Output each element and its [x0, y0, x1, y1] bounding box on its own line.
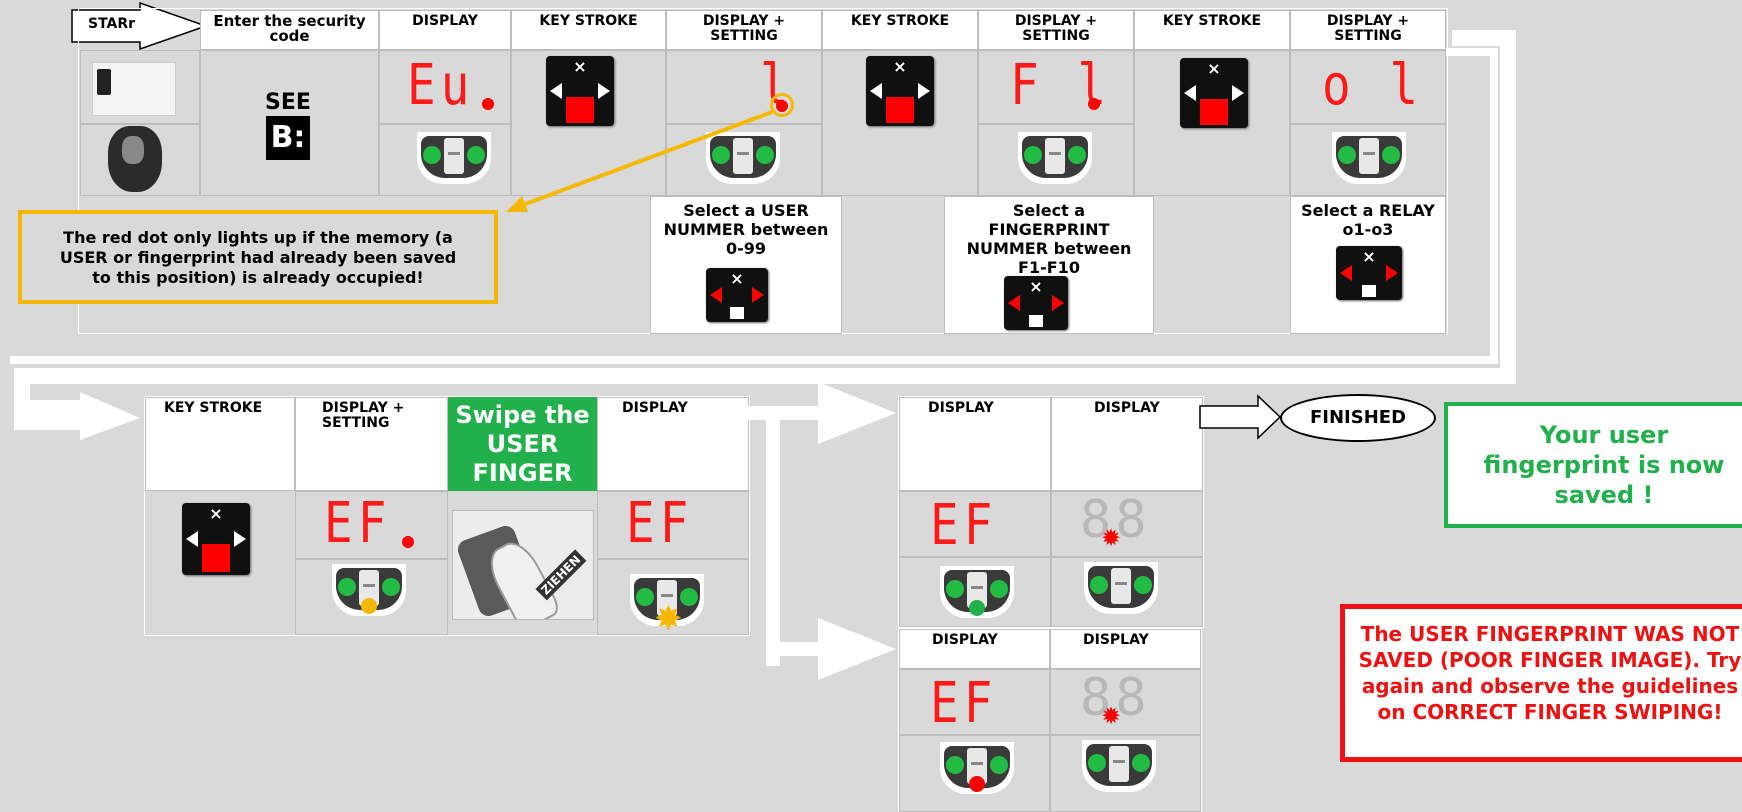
header-display-setting: DISPLAY + SETTING [295, 397, 448, 491]
header-display: DISPLAY [899, 629, 1050, 669]
bottom-table [144, 396, 750, 636]
header-keystroke: KEY STROKE [145, 397, 295, 491]
display-relay-number: o l [1322, 53, 1424, 118]
keypad-device-image [92, 62, 176, 116]
red-dot [402, 536, 414, 548]
header-security-code: Enter the security code [200, 10, 379, 50]
finished-ellipse: FINISHED [1280, 394, 1436, 442]
fail-note: The USER FINGERPRINT WAS NOT SAVED (POOR… [1340, 604, 1742, 762]
header-display: DISPLAY [597, 397, 749, 491]
success-table [898, 396, 1204, 628]
success-note: Your user fingerprint is now saved ! [1444, 402, 1742, 528]
start-label: STARr [88, 16, 136, 32]
header-display: DISPLAY [899, 397, 1051, 491]
red-dot-note: The red dot only lights up if the memory… [18, 210, 498, 304]
fingerprint-sensor-icon [630, 574, 704, 626]
fingerprint-sensor-icon [1082, 740, 1156, 792]
header-keystroke: KEY STROKE [511, 10, 666, 50]
fingerprint-sensor-icon [1084, 562, 1158, 614]
flow-connector [10, 30, 1516, 440]
display-ef: EF [930, 493, 998, 558]
display-blank: 88 [1080, 490, 1151, 550]
red-dot [1088, 98, 1100, 110]
fingerprint-sensor-icon [706, 132, 780, 184]
fingerprint-sensor-icon [940, 742, 1014, 794]
keypad-lr-icon: × [706, 268, 768, 322]
finished-arrow [1199, 394, 1282, 440]
finger-swipe-photo: ZIEHEN [452, 510, 594, 620]
red-flash-icon: ✹ [1101, 524, 1122, 552]
keypad-lr-icon: × [1004, 276, 1068, 330]
display-blank: 88 [1080, 668, 1151, 728]
keypad-icon: × [182, 503, 250, 575]
display-eu: Eu [407, 53, 475, 118]
red-dot [482, 98, 494, 110]
keypad-icon: × [866, 56, 934, 126]
fingerprint-sensor-icon [940, 566, 1014, 618]
header-display-setting: DISPLAY + SETTING [978, 10, 1134, 50]
highlight-circle [770, 93, 794, 117]
header-display: DISPLAY [1051, 397, 1203, 491]
red-flash-icon: ✹ [1101, 702, 1122, 730]
header-display: DISPLAY [379, 10, 511, 50]
b-badge: B: [266, 116, 310, 160]
display-ef: EF [930, 671, 998, 736]
yellow-spark-icon: ✸ [654, 599, 683, 639]
fingerprint-sensor-icon [1018, 132, 1092, 184]
display-ef: EF [626, 491, 694, 556]
keypad-icon: × [1180, 58, 1248, 128]
flow-connector-branch [748, 382, 896, 680]
fingerprint-sensor-icon [332, 564, 406, 616]
header-keystroke: KEY STROKE [1134, 10, 1290, 50]
see-label: SEE [265, 90, 311, 115]
display-ef-dot: EF [324, 491, 392, 556]
fingerprint-sensor-icon [417, 132, 491, 184]
note-pointer-arrow [506, 110, 773, 212]
fingerprint-reader-image [108, 126, 162, 192]
header-keystroke: KEY STROKE [822, 10, 978, 50]
header-display-setting: DISPLAY + SETTING [666, 10, 822, 50]
keypad-icon: × [546, 56, 614, 126]
keypad-lr-icon: × [1336, 246, 1402, 300]
caption-user-number: Select a USER NUMMER between 0-99 [650, 196, 842, 334]
swipe-finger-banner: Swipe the USER FINGER [448, 397, 597, 491]
header-display: DISPLAY [1050, 629, 1201, 669]
fingerprint-sensor-icon [1332, 132, 1406, 184]
header-display-setting: DISPLAY + SETTING [1290, 10, 1446, 50]
